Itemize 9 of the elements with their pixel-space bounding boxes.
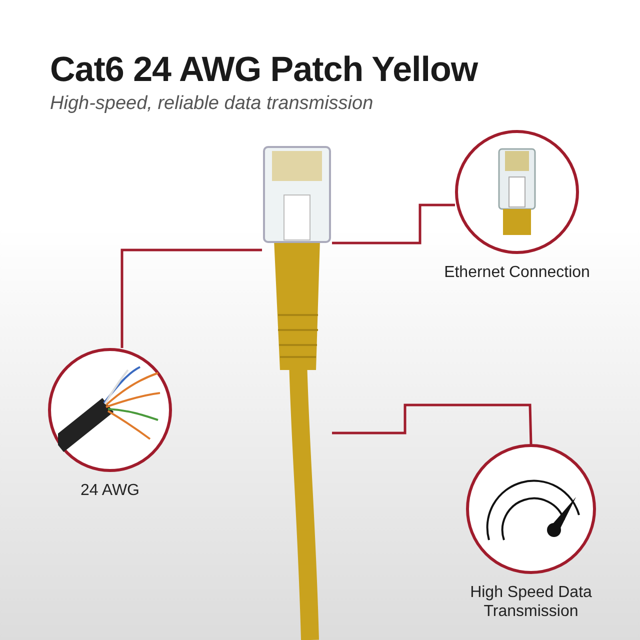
patch-cable-drawing bbox=[262, 145, 332, 640]
leader-line bbox=[332, 204, 455, 244]
feature-caption: High Speed Data Transmission bbox=[469, 583, 593, 621]
feature-caption: 24 AWG bbox=[80, 481, 140, 500]
leader-line bbox=[332, 404, 532, 444]
title: Cat6 24 AWG Patch Yellow bbox=[50, 50, 478, 90]
feature-caption: Ethernet Connection bbox=[443, 263, 591, 282]
subtitle: High-speed, reliable data transmission bbox=[50, 93, 374, 115]
leader-line bbox=[120, 248, 262, 348]
